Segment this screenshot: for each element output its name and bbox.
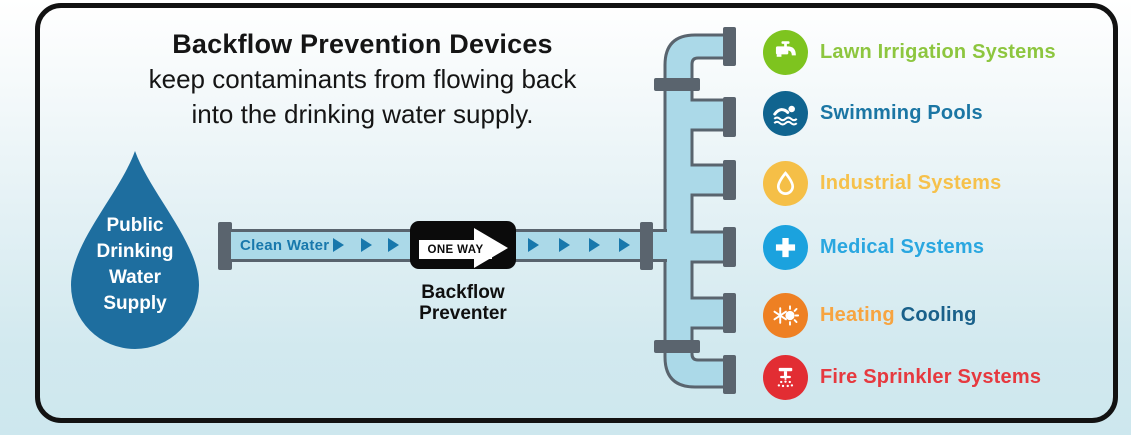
flow-arrow-icon [589, 238, 600, 252]
flow-arrow-icon [361, 238, 372, 252]
destination-fire-sprinkler: Fire Sprinkler Systems [763, 355, 1041, 400]
destination-lawn-irrigation: Lawn Irrigation Systems [763, 30, 1056, 75]
destination-medical-systems: Medical Systems [763, 225, 984, 270]
pipe-collar [654, 78, 700, 91]
snowflake-sun-icon [763, 293, 808, 338]
one-way-sign: ONE WAY [410, 221, 516, 269]
destination-label: Fire Sprinkler Systems [820, 366, 1042, 388]
destination-swimming-pools: Swimming Pools [763, 91, 983, 136]
pipe-flange-left [218, 222, 232, 270]
flow-arrow-icon [333, 238, 344, 252]
headline-line-2: keep contaminants from flowing back [148, 64, 577, 94]
pipe-collar [654, 340, 700, 353]
one-way-arrow-shaft: ONE WAY [419, 240, 492, 259]
public-water-supply-drop: Public Drinking Water Supply [58, 147, 212, 355]
pipe-flange [723, 27, 736, 66]
pipe-flange [723, 293, 736, 333]
one-way-sign-label: ONE WAY [427, 243, 484, 256]
pipe-flange [723, 355, 736, 394]
destination-label: Swimming Pools [820, 102, 983, 124]
medical-cross-icon [763, 225, 808, 270]
clean-water-label: Clean Water [240, 237, 330, 254]
headline-bold-line: Backflow Prevention Devices [172, 29, 553, 59]
water-drop-icon [71, 151, 199, 349]
water-drop-label: Public Drinking Water Supply [96, 215, 174, 314]
pipe-flange [723, 160, 736, 200]
droplet-icon [763, 161, 808, 206]
flow-arrow-icon [388, 238, 399, 252]
pipe-flange [723, 97, 736, 137]
pipe-flange [640, 222, 653, 270]
pipe-flange [723, 227, 736, 267]
backflow-preventer-caption: Backflow Preventer [419, 282, 507, 324]
sprinkler-icon [763, 355, 808, 400]
destination-industrial-systems: Industrial Systems [763, 161, 1001, 206]
distribution-pipe-manifold [630, 27, 736, 394]
faucet-icon [763, 30, 808, 75]
flow-arrow-icon [559, 238, 570, 252]
flow-arrow-icon [528, 238, 539, 252]
flow-arrow-icon [619, 238, 630, 252]
headline: Backflow Prevention Devices keep contami… [40, 27, 685, 132]
destination-label: Medical Systems [820, 236, 985, 258]
destination-label: Lawn Irrigation Systems [820, 41, 1056, 63]
destination-label: Industrial Systems [820, 172, 1002, 194]
headline-line-3: into the drinking water supply. [191, 99, 534, 129]
swimmer-icon [763, 91, 808, 136]
